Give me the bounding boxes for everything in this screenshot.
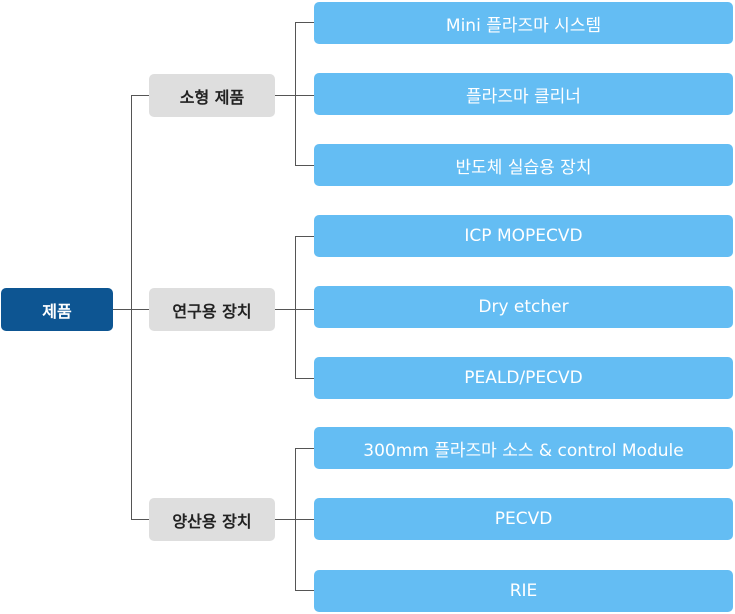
category-small-products[interactable]: 소형 제품	[149, 74, 275, 117]
leaf-plasma-cleaner[interactable]: 플라즈마 클리너	[314, 73, 733, 115]
leaf-pecvd[interactable]: PECVD	[314, 498, 733, 540]
connector-leaf-3-3	[295, 590, 314, 591]
leaf-mini-plasma-system[interactable]: Mini 플라즈마 시스템	[314, 2, 733, 44]
leaf-semiconductor-training-device[interactable]: 반도체 실습용 장치	[314, 144, 733, 186]
leaf-rie[interactable]: RIE	[314, 570, 733, 612]
connector-cat-2-out	[275, 309, 296, 310]
leaf-300mm-plasma-source[interactable]: 300mm 플라즈마 소스 & control Module	[314, 427, 733, 469]
connector-leaf-1-1	[295, 22, 314, 23]
connector-cat-3-in	[131, 519, 149, 520]
connector-cat-2-in	[131, 309, 149, 310]
connector-cat-1-in	[131, 95, 149, 96]
connector-leaf-1-3	[295, 165, 314, 166]
leaf-dry-etcher[interactable]: Dry etcher	[314, 286, 733, 328]
connector-leaf-2-3	[295, 378, 314, 379]
root-node-products[interactable]: 제품	[1, 288, 113, 331]
leaf-peald-pecvd[interactable]: PEALD/PECVD	[314, 357, 733, 399]
connector-leaf-3-2	[295, 519, 314, 520]
category-research-equipment[interactable]: 연구용 장치	[149, 288, 275, 331]
connector-leaf-1-2	[295, 95, 314, 96]
connector-root-spine	[131, 95, 132, 520]
connector-cat-2-spine	[295, 236, 296, 379]
connector-cat-1-spine	[295, 22, 296, 166]
category-mass-production-equipment[interactable]: 양산용 장치	[149, 498, 275, 541]
connector-root-stem	[113, 309, 132, 310]
connector-leaf-3-1	[295, 448, 314, 449]
connector-leaf-2-2	[295, 309, 314, 310]
connector-cat-3-out	[275, 519, 296, 520]
leaf-icp-mopecvd[interactable]: ICP MOPECVD	[314, 215, 733, 257]
connector-cat-1-out	[275, 95, 296, 96]
connector-leaf-2-1	[295, 236, 314, 237]
